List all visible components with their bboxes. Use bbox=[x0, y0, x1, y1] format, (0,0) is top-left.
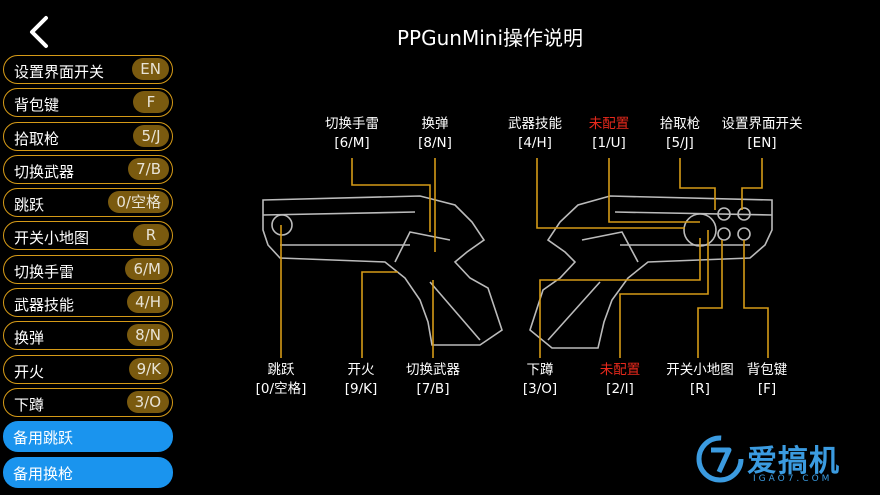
key-badge: EN bbox=[132, 58, 169, 80]
annotation-key: [R] bbox=[690, 381, 710, 397]
key-badge: 4/H bbox=[127, 291, 169, 314]
menu-item-pickup[interactable]: 拾取枪 5/J bbox=[3, 121, 173, 151]
annotation-key: [3/O] bbox=[522, 381, 558, 397]
menu-item-fire[interactable]: 开火 9/K bbox=[3, 354, 173, 384]
annotation-name: 拾取枪 bbox=[659, 116, 701, 132]
key-badge: F bbox=[133, 91, 169, 114]
menu-item-label: 跳跃 bbox=[14, 196, 45, 215]
back-arrow-icon[interactable] bbox=[22, 14, 58, 50]
logo-subtext: IGAO7.COM bbox=[753, 474, 833, 484]
annotation-unset-1: 未配置 [1/U] bbox=[589, 115, 630, 153]
key-badge: 3/O bbox=[126, 390, 169, 413]
annotation-key: [6/M] bbox=[334, 135, 370, 151]
menu-item-skill[interactable]: 武器技能 4/H bbox=[3, 288, 173, 318]
annotation-name: 切换手雷 bbox=[325, 116, 379, 132]
annotation-name: 开火 bbox=[347, 362, 375, 378]
left-gun-outline bbox=[262, 195, 503, 346]
menu-item-grenade[interactable]: 切换手雷 6/M bbox=[3, 254, 173, 284]
menu-item-label: 开关小地图 bbox=[14, 229, 90, 248]
annotation-key: [F] bbox=[757, 381, 777, 397]
annotation-jump: 跳跃 [0/空格] bbox=[256, 361, 307, 399]
annotation-key: [5/J] bbox=[666, 135, 694, 151]
backup-label: 备用换枪 bbox=[13, 464, 74, 483]
annotation-unset-2: 未配置 [2/I] bbox=[600, 361, 641, 399]
annotation-name: 切换武器 bbox=[406, 362, 460, 378]
backup-jump-button[interactable]: 备用跳跃 bbox=[3, 421, 173, 453]
key-badge: 5/J bbox=[133, 124, 169, 147]
key-mapping-list: 设置界面开关 EN 背包键 F 拾取枪 5/J 切换武器 7/B 跳跃 0/空格 开关小地… bbox=[3, 55, 173, 492]
annotation-settings: 设置界面开关 [EN] bbox=[722, 115, 803, 153]
callout-lines bbox=[280, 158, 769, 358]
menu-item-label: 设置界面开关 bbox=[14, 63, 105, 81]
watermark-logo: 爱搞机 IGAO7.COM bbox=[695, 430, 875, 490]
menu-item-reload[interactable]: 换弹 8/N bbox=[3, 321, 173, 351]
key-badge: 7/B bbox=[128, 157, 169, 180]
annotation-name: 下蹲 bbox=[526, 362, 554, 378]
annotation-name: 未配置 bbox=[599, 362, 641, 378]
annotation-name: 背包键 bbox=[746, 362, 788, 378]
annotation-key: [9/K] bbox=[344, 381, 378, 397]
annotation-switch: 切换武器 [7/B] bbox=[406, 361, 460, 399]
annotation-name: 换弹 bbox=[421, 116, 449, 132]
key-badge: 9/K bbox=[128, 357, 169, 380]
annotation-key: [1/U] bbox=[592, 135, 626, 151]
annotation-grenade: 切换手雷 [6/M] bbox=[325, 115, 379, 153]
key-badge: 6/M bbox=[125, 257, 169, 280]
annotation-minimap: 开关小地图 [R] bbox=[666, 361, 734, 399]
annotation-key: [4/H] bbox=[518, 135, 552, 151]
annotation-key: [8/N] bbox=[418, 135, 452, 151]
annotation-skill: 武器技能 [4/H] bbox=[508, 115, 562, 153]
menu-item-label: 下蹲 bbox=[14, 395, 45, 414]
annotation-name: 跳跃 bbox=[267, 362, 295, 378]
key-badge: 0/空格 bbox=[108, 191, 169, 214]
page-title: PPGunMini操作说明 bbox=[396, 26, 583, 50]
annotation-name: 开关小地图 bbox=[666, 362, 734, 378]
annotation-key: [0/空格] bbox=[255, 381, 307, 397]
backup-label: 备用跳跃 bbox=[13, 429, 74, 448]
menu-item-label: 背包键 bbox=[14, 96, 60, 115]
menu-item-label: 开火 bbox=[14, 362, 45, 381]
annotation-key: [EN] bbox=[747, 135, 777, 151]
menu-item-switch-weapon[interactable]: 切换武器 7/B bbox=[3, 154, 173, 184]
logo-text: 爱搞机 bbox=[747, 444, 840, 479]
key-badge: R bbox=[133, 224, 169, 247]
annotation-pickup: 拾取枪 [5/J] bbox=[660, 115, 701, 153]
menu-item-label: 拾取枪 bbox=[14, 129, 60, 148]
menu-item-label: 切换手雷 bbox=[14, 262, 75, 281]
annotation-bag: 背包键 [F] bbox=[747, 361, 788, 399]
menu-item-bag[interactable]: 背包键 F bbox=[3, 88, 173, 118]
annotation-key: [2/I] bbox=[606, 381, 634, 397]
annotation-crouch: 下蹲 [3/O] bbox=[523, 361, 557, 399]
annotation-reload: 换弹 [8/N] bbox=[418, 115, 452, 153]
menu-item-settings[interactable]: 设置界面开关 EN bbox=[3, 55, 173, 84]
logo-emblem-icon bbox=[696, 435, 744, 483]
menu-item-minimap[interactable]: 开关小地图 R bbox=[3, 221, 173, 251]
menu-item-label: 武器技能 bbox=[14, 296, 75, 315]
annotation-name: 未配置 bbox=[588, 116, 630, 132]
backup-swap-button[interactable]: 备用换枪 bbox=[3, 456, 173, 488]
annotation-fire: 开火 [9/K] bbox=[345, 361, 378, 399]
annotation-name: 设置界面开关 bbox=[721, 116, 803, 132]
menu-item-crouch[interactable]: 下蹲 3/O bbox=[3, 387, 173, 417]
annotation-name: 武器技能 bbox=[508, 116, 562, 132]
key-badge: 8/N bbox=[127, 324, 169, 347]
menu-item-label: 换弹 bbox=[14, 329, 45, 348]
menu-item-jump[interactable]: 跳跃 0/空格 bbox=[3, 188, 173, 218]
annotation-key: [7/B] bbox=[416, 381, 450, 397]
menu-item-label: 切换武器 bbox=[14, 162, 75, 181]
right-gun-outline bbox=[529, 195, 773, 349]
